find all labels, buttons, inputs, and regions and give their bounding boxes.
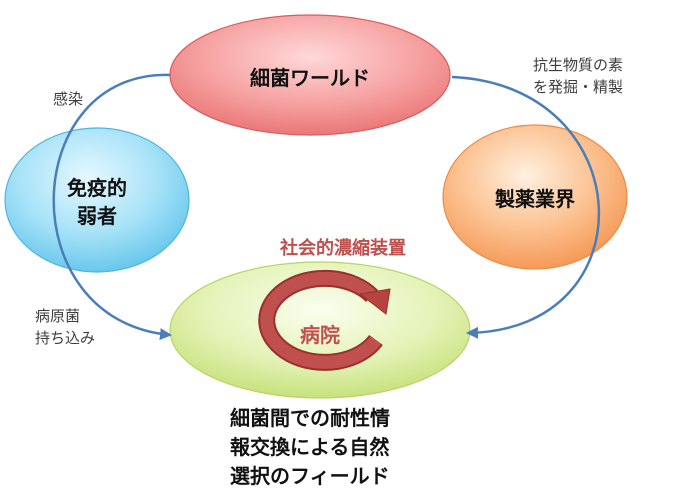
bacteria-world-label: 細菌ワールド (250, 66, 370, 90)
immunocompromised-label-line2: 弱者 (77, 204, 117, 228)
hospital-label: 病院 (300, 323, 340, 347)
pharma-industry-node (442, 124, 628, 270)
immunocompromised-label: 免疫的 弱者 (42, 174, 152, 230)
natural-selection-field-description: 細菌間での耐性情 報交換による自然 選択のフィールド (230, 404, 480, 491)
infection-label: 感染 (53, 90, 84, 108)
pathogen-carry-in-line2: 持ち込み (35, 329, 96, 347)
immunocompromised-node (4, 127, 190, 273)
pathogen-carry-in-label: 病原菌 持ち込み (35, 305, 95, 349)
pharma-industry-label: 製薬業界 (495, 187, 575, 211)
antibiotic-discovery-line1: 抗生物質の素 (533, 56, 624, 74)
description-line1: 細菌間での耐性情 (230, 406, 390, 430)
immunocompromised-label-line1: 免疫的 (67, 176, 127, 200)
antibiotic-discovery-label: 抗生物質の素 を発掘・精製 (533, 54, 623, 98)
description-line2: 報交換による自然 (230, 435, 390, 459)
circular-cycle-icon (258, 269, 391, 371)
pathogen-carry-in-line1: 病原菌 (35, 307, 81, 325)
hospital-overhead-title: 社会的濃縮装置 (280, 238, 406, 259)
description-line3: 選択のフィールド (230, 464, 390, 488)
antibiotic-discovery-line2: を発掘・精製 (533, 78, 624, 96)
right-cycle-arrow (451, 75, 601, 339)
left-cycle-arrow (52, 73, 172, 341)
